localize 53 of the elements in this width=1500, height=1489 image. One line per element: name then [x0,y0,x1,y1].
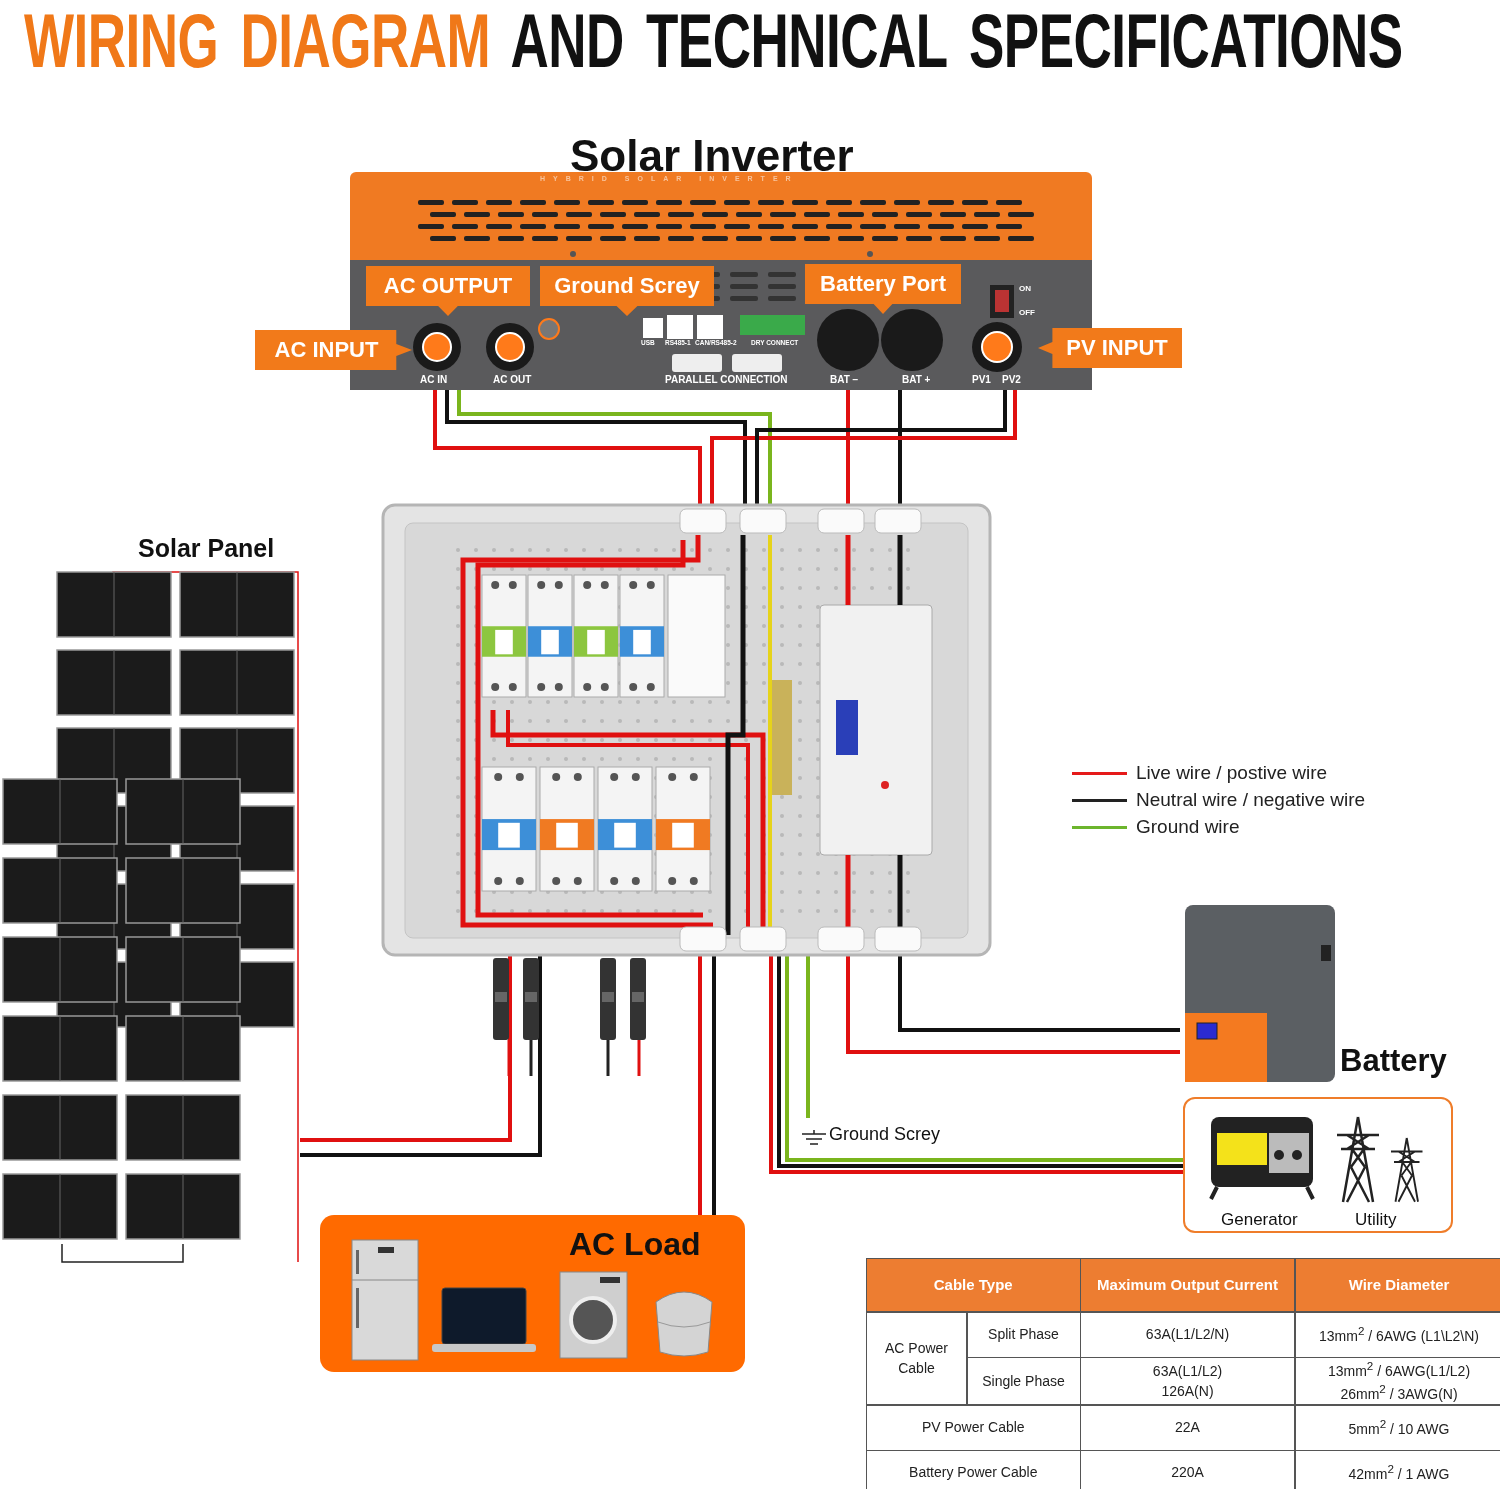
port-label: PV2 [1002,375,1021,385]
wire [898,955,1180,1032]
table-cell: Battery Power Cable [867,1451,1080,1489]
wire [300,955,512,1142]
port-label: PV1 [972,375,991,385]
wire [755,390,1007,505]
legend-label: Neutral wire / negative wire [1136,789,1366,811]
table-header-cell: Cable Type [867,1259,1080,1311]
load-panel [320,1215,745,1372]
port-label: ON [1019,285,1031,293]
legend-label: Ground wire [1136,816,1240,838]
port-label: AC IN [420,375,448,385]
table-cell: 13mm$^{2}$ / 6AWG (L1\L2\N) [1295,1312,1500,1357]
ground-label: Ground Screy [829,1125,941,1143]
device-title: Solar Panel [138,536,275,561]
cell-text: 126A(N) [1161,1382,1214,1401]
port-label: AC OUT [493,375,532,385]
legend-label: Live wire / postive wire [1136,762,1328,784]
wire [846,390,850,505]
port-label: BAT − [830,375,859,385]
wire [806,955,810,1118]
wire [300,955,542,1157]
table-cell: Single Phase [967,1358,1080,1404]
source-box [1183,1097,1453,1233]
table-cell: 22A [1081,1405,1294,1450]
wire [698,955,702,1215]
table-cell: AC Power Cable [867,1312,966,1404]
device-title: Battery [1340,1045,1447,1076]
cell-text: 26mm$^{2}$ / 3AWG(N) [1340,1381,1458,1404]
table-header-cell: Wire Diameter [1295,1259,1500,1311]
table-cell: 63A(L1/L2/N) [1081,1312,1294,1357]
port-label: BAT + [902,375,931,385]
wire [433,390,702,505]
page-title: WIRING DIAGRAM AND TECHNICAL SPECIFICATIONS [24,2,1403,79]
table-cell: PV Power Cable [867,1405,1080,1450]
source-label: Generator [1221,1211,1298,1228]
callout-label: PV INPUT [1038,328,1182,368]
wire [710,390,1017,505]
port-label: OFF [1019,309,1035,317]
device-title: AC Load [569,1228,701,1260]
table-cell: Split Phase [967,1312,1080,1357]
port-label: PARALLEL CONNECTION [665,375,788,385]
source-label: Utility [1355,1211,1397,1228]
table-cell: 5mm$^{2}$ / 10 AWG [1295,1405,1500,1450]
table-header-cell: Maximum Output Current [1081,1259,1294,1311]
wire [898,390,902,505]
cell-text: 13mm$^{2}$ / 6AWG(L1/L2) [1327,1358,1471,1381]
callout-label: AC INPUT [255,330,412,370]
table-cell: 220A [1081,1451,1294,1489]
wire [712,955,716,1215]
table-cell: 42mm$^{2}$ / 1 AWG [1295,1451,1500,1489]
wire [846,955,1180,1054]
cell-text: 63A(L1/L2) [1152,1361,1223,1381]
